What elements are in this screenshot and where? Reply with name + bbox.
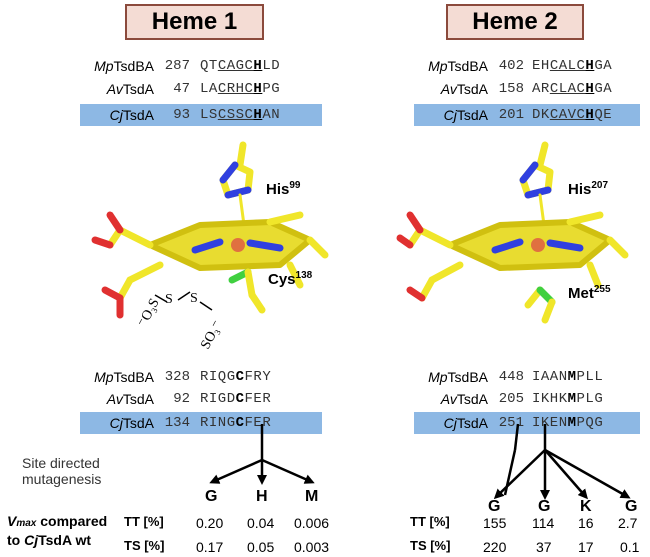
heme1-mutant: G: [205, 488, 218, 505]
heme2-tt-value: 16: [578, 515, 594, 531]
organism-label: MpTsdBA: [94, 58, 154, 74]
organism-label: MpTsdBA: [428, 58, 488, 74]
heme-structures-illustration: ⁻O₃S S S SO₃⁻: [91, 141, 629, 352]
organism-label: CjTsdA: [109, 107, 154, 123]
heme2-mutant: G: [538, 498, 551, 515]
cys138-residue: [228, 268, 266, 314]
residue-number: 134: [164, 415, 190, 431]
heme1-tt-value: 0.04: [247, 515, 275, 531]
heme1-title-box: Heme 1: [125, 4, 264, 40]
sequence: RIGDCFER: [200, 391, 272, 407]
heme1-molecule: [91, 141, 329, 319]
heme2-ts-value: 17: [578, 539, 594, 555]
heme2-molecule: [396, 141, 629, 324]
heme2-mutant: G: [488, 498, 501, 515]
organism-label: MpTsdBA: [428, 369, 488, 385]
heme1-tt-value: 0.20: [196, 515, 224, 531]
heme1-bottom-row: AvTsdA 92 RIGDCFER: [80, 390, 320, 408]
heme2-top-row-highlighted: CjTsdA 201 DKCAVCHQE: [414, 104, 640, 126]
organism-label: CjTsdA: [443, 415, 488, 431]
heme1-porphyrin: [91, 211, 329, 319]
svg-text:S: S: [190, 291, 198, 306]
heme1-mutant: M: [305, 488, 319, 505]
organism-label: AvTsdA: [106, 391, 154, 407]
heme2-k-arrow: [503, 423, 520, 496]
cys138-label: Cys138: [268, 270, 313, 288]
site-directed-label: Site directed mutagenesis: [22, 455, 101, 487]
ts-label-heme1: TS [%]: [124, 538, 165, 553]
residue-number: 47: [173, 81, 190, 97]
heme1-ts-value: 0.17: [196, 539, 224, 555]
site-directed-line2: mutagenesis: [22, 471, 102, 487]
heme2-ts-value: 220: [483, 539, 507, 555]
sequence: IKHKMPLG: [532, 391, 604, 407]
sequence: IAANMPLL: [532, 369, 604, 385]
heme1-tt-value: 0.006: [294, 515, 330, 531]
sequence: RIQGCFRY: [200, 369, 272, 385]
tt-label-heme1: TT [%]: [124, 514, 164, 529]
residue-number: 92: [173, 391, 190, 407]
heme1-ts-value: 0.003: [294, 539, 330, 555]
organism-label: AvTsdA: [440, 81, 488, 97]
heme2-mutant: G: [625, 498, 638, 515]
heme2-ts-value: 0.1: [620, 539, 640, 555]
vmax-label: Vmax compared to CjTsdA wt: [7, 513, 108, 548]
site-directed-line1: Site directed: [22, 455, 100, 471]
heme2-top-row: MpTsdBA 402 EHCALCHGA: [414, 57, 640, 75]
his207-residue: [519, 141, 554, 227]
heme2-tt-value: 2.7: [618, 515, 638, 531]
heme2-title: Heme 2: [472, 8, 558, 35]
svg-text:S: S: [165, 292, 173, 307]
sequence: LSCSSCHAN: [200, 107, 281, 123]
ts-label-heme2: TS [%]: [410, 538, 451, 553]
heme1-bottom-row: MpTsdBA 328 RIQGCFRY: [80, 368, 320, 386]
heme2-title-box: Heme 2: [446, 4, 584, 40]
sequence: RINGCFER: [200, 415, 272, 431]
his99-label: His99: [266, 180, 301, 198]
heme2-porphyrin: [396, 211, 629, 302]
heme2-arrows: [493, 424, 631, 500]
heme1-mutant: H: [256, 488, 268, 505]
organism-label: CjTsdA: [443, 107, 488, 123]
heme2-tt-value: 114: [532, 515, 555, 531]
residue-number: 93: [173, 107, 190, 123]
organism-label: MpTsdBA: [94, 369, 154, 385]
heme2-tt-value: 155: [483, 515, 507, 531]
sequence: QTCAGCHLD: [200, 58, 281, 74]
residue-number: 158: [498, 81, 524, 97]
heme1-arrows: [209, 424, 315, 485]
heme2-bottom-row: MpTsdBA 448 IAANMPLL: [414, 368, 640, 386]
his207-label: His207: [568, 180, 609, 198]
sequence: DKCAVCHQE: [532, 107, 613, 123]
heme2-mutant: K: [580, 498, 592, 515]
sequence: ARCLACHGA: [532, 81, 613, 97]
organism-label: CjTsdA: [109, 415, 154, 431]
sequence: LACRHCHPG: [200, 81, 281, 97]
residue-number: 201: [498, 107, 524, 123]
residue-number: 448: [498, 369, 524, 385]
met255-residue: [524, 286, 556, 324]
met255-label: Met255: [568, 284, 611, 302]
sequence: EHCALCHGA: [532, 58, 613, 74]
heme1-title: Heme 1: [151, 8, 238, 35]
heme2-top-row: AvTsdA 158 ARCLACHGA: [414, 80, 640, 98]
residue-number: 287: [164, 58, 190, 74]
residue-number: 328: [164, 369, 190, 385]
organism-label: AvTsdA: [440, 391, 488, 407]
heme1-top-row: AvTsdA 47 LACRHCHPG: [80, 80, 320, 98]
heme1-top-row: MpTsdBA 287 QTCAGCHLD: [80, 57, 320, 75]
his99-residue: [219, 141, 254, 227]
heme2-ts-value: 37: [536, 539, 552, 555]
heme1-bottom-row-highlighted: CjTsdA 134 RINGCFER: [80, 412, 322, 434]
organism-label: AvTsdA: [106, 81, 154, 97]
heme2-bottom-row: AvTsdA 205 IKHKMPLG: [414, 390, 640, 408]
residue-number: 205: [498, 391, 524, 407]
heme1-top-row-highlighted: CjTsdA 93 LSCSSCHAN: [80, 104, 322, 126]
heme1-ts-value: 0.05: [247, 539, 275, 555]
residue-number: 402: [498, 58, 524, 74]
tt-label-heme2: TT [%]: [410, 514, 450, 529]
sequence: IKENMPQG: [532, 415, 604, 431]
